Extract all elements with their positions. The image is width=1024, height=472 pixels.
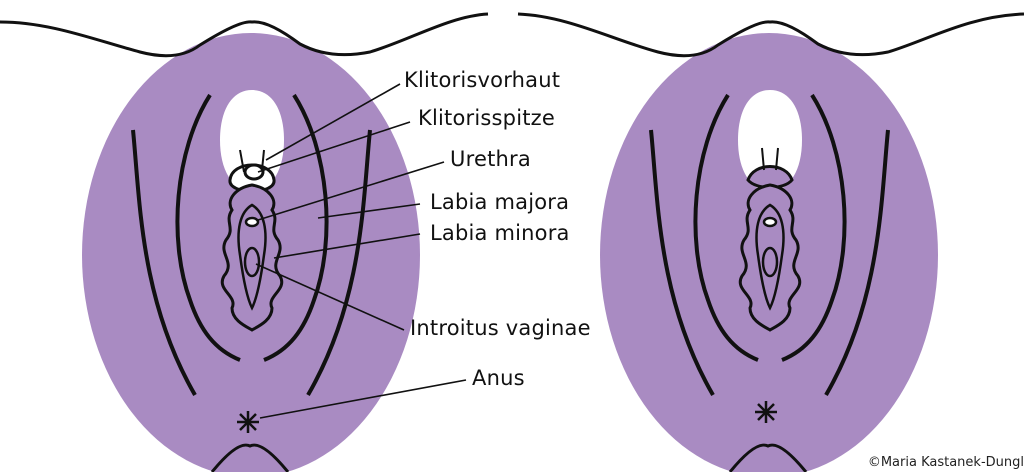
label-labia-minora: Labia minora <box>430 221 570 245</box>
left-anus-icon <box>237 411 259 433</box>
label-klitorisvorhaut: Klitorisvorhaut <box>404 68 560 92</box>
label-introitus-vaginae: Introitus vaginae <box>410 316 591 340</box>
label-anus: Anus <box>472 366 525 390</box>
label-labia-majora: Labia majora <box>430 190 569 214</box>
label-urethra: Urethra <box>450 147 531 171</box>
right-anus-icon <box>755 401 777 423</box>
label-klitorisspitze: Klitorisspitze <box>418 106 555 130</box>
right-urethra <box>764 218 776 226</box>
left-urethra <box>246 218 258 226</box>
right-figure <box>518 14 1024 472</box>
copyright-notice: ©Maria Kastanek-Dungl <box>868 455 1024 470</box>
